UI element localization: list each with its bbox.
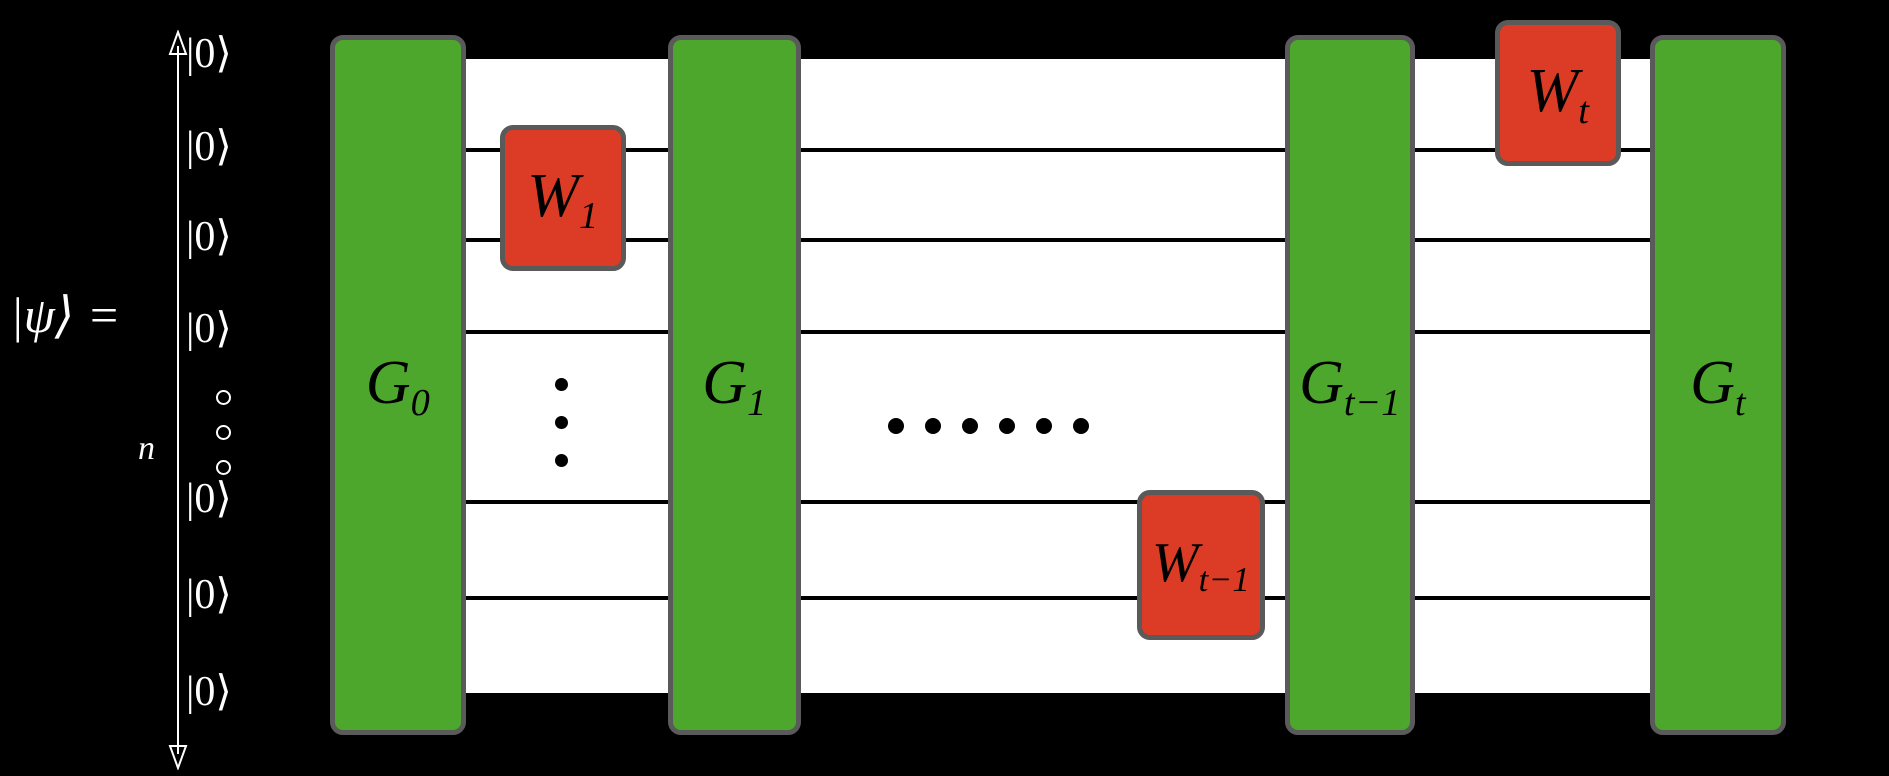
vertical-ellipsis-dot <box>555 454 568 467</box>
gate-Gt[interactable]: Gt <box>1650 35 1786 735</box>
qubit-wire <box>246 238 1886 242</box>
input-ket: |0⟩ <box>186 572 232 618</box>
gate-label: G1 <box>702 349 767 424</box>
qubit-wire <box>246 55 1886 59</box>
gate-G0[interactable]: G0 <box>330 35 466 735</box>
horizontal-ellipsis-dot <box>1073 418 1089 434</box>
gate-Wt[interactable]: Wt <box>1495 20 1621 166</box>
gate-label: Wt <box>1526 57 1590 132</box>
gate-label: Wt−1 <box>1151 532 1251 600</box>
gate-Wt-minus-1[interactable]: Wt−1 <box>1137 490 1265 640</box>
ket-ellipsis-dot <box>216 390 231 405</box>
input-ket: |0⟩ <box>186 669 232 715</box>
qubit-wire <box>246 500 1886 504</box>
qubit-count-label: n <box>138 430 155 467</box>
gate-label: W1 <box>527 162 599 237</box>
gate-label: G0 <box>365 349 431 424</box>
gate-Gt-minus-1[interactable]: Gt−1 <box>1285 35 1415 735</box>
qubit-wire <box>246 693 1886 697</box>
vertical-ellipsis-dot <box>555 416 568 429</box>
gate-W1[interactable]: W1 <box>500 125 626 271</box>
horizontal-ellipsis-dot <box>888 418 904 434</box>
gate-label: Gt−1 <box>1299 349 1401 424</box>
state-vector-label: |ψ⟩ = <box>10 287 121 343</box>
vertical-ellipsis-dot <box>555 378 568 391</box>
input-ket: |0⟩ <box>186 31 232 77</box>
input-ket: |0⟩ <box>186 214 232 260</box>
horizontal-ellipsis-dot <box>925 418 941 434</box>
ket-ellipsis-dot <box>216 460 231 475</box>
gate-label: Gt <box>1690 349 1746 424</box>
input-ket: |0⟩ <box>186 124 232 170</box>
qubit-wire <box>246 330 1886 334</box>
qubit-wire <box>246 148 1886 152</box>
gate-G1[interactable]: G1 <box>668 35 801 735</box>
qubit-span-arrow <box>168 30 188 770</box>
ket-ellipsis-dot <box>216 425 231 440</box>
input-ket: |0⟩ <box>186 476 232 522</box>
horizontal-ellipsis-dot <box>999 418 1015 434</box>
horizontal-ellipsis-dot <box>962 418 978 434</box>
horizontal-ellipsis-dot <box>1036 418 1052 434</box>
input-ket: |0⟩ <box>186 306 232 352</box>
qubit-wire <box>246 596 1886 600</box>
